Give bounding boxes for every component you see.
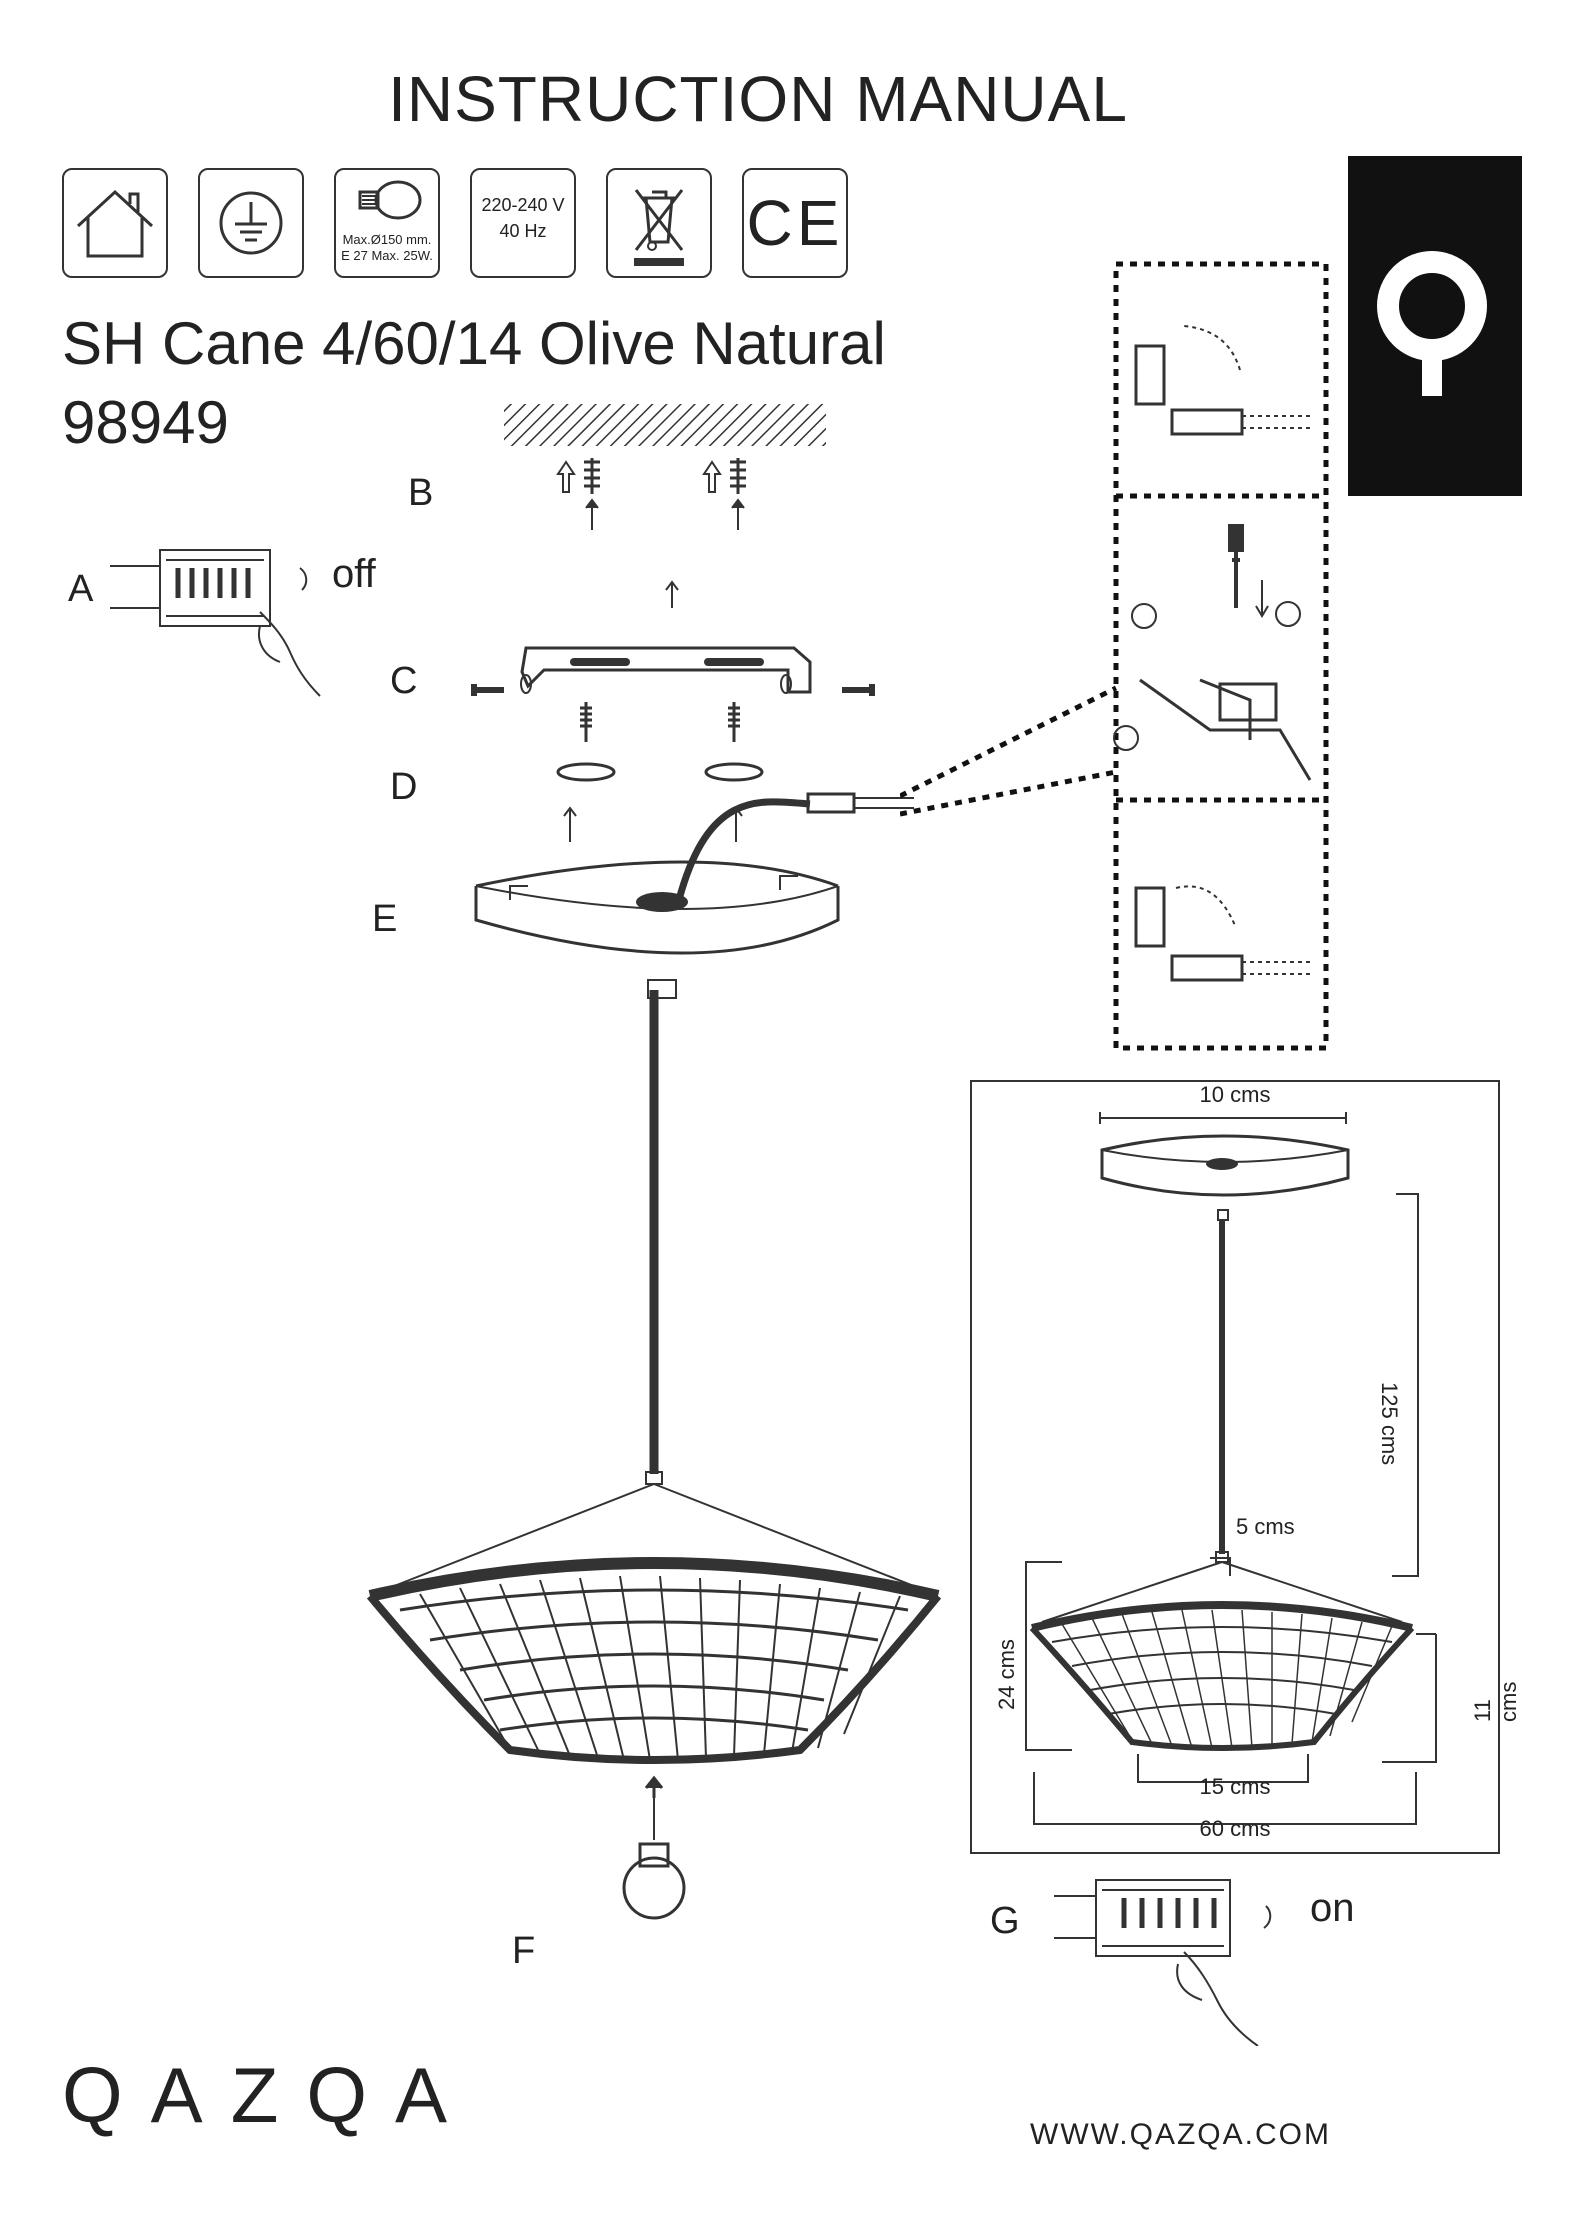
indoor-use-icon: [62, 168, 168, 278]
breaker-on-diagram: [1054, 1876, 1314, 2046]
canopy-dimension: 10 cms: [972, 1082, 1498, 1108]
power-off-label: off: [332, 552, 376, 597]
voltage-icon: 220-240 V 40 Hz: [470, 168, 576, 278]
footer-website[interactable]: WWW.QAZQA.COM: [1030, 2118, 1331, 2152]
pendant-shade-diagram: [360, 990, 950, 1920]
bottom-diameter-dimension: 15 cms: [972, 1774, 1498, 1800]
power-on-label: on: [1310, 1886, 1355, 1931]
earth-ground-icon: [198, 168, 304, 278]
cable-length-dimension: 125 cms: [1376, 1382, 1402, 1465]
bulb-size-text: Max.Ø150 mm.: [336, 232, 438, 248]
frequency-text: 40 Hz: [472, 218, 574, 244]
step-f-label: F: [512, 1930, 535, 1973]
product-name: SH Cane 4/60/14 Olive Natural: [62, 312, 886, 376]
product-code: 98949: [62, 388, 229, 457]
step-d-label: D: [390, 766, 417, 809]
bulb-power-text: E 27 Max. 25W.: [336, 248, 438, 264]
footer-brand-logo: QAZQA: [62, 2050, 475, 2141]
wiring-detail-panel: [900, 260, 1340, 1060]
bulb-spec-icon: Max.Ø150 mm. E 27 Max. 25W.: [334, 168, 440, 278]
ceiling-drill-diagram: [500, 400, 840, 530]
dimensions-panel: 10 cms 125 cms 5 cms 24 cms 11 cms 15 cm…: [970, 1080, 1500, 1854]
top-cap-dimension: 5 cms: [1236, 1514, 1295, 1540]
step-b-label: B: [408, 472, 433, 515]
step-c-label: C: [390, 660, 417, 703]
ce-mark-icon: CE: [742, 168, 848, 278]
weee-bin-icon: [606, 168, 712, 278]
canopy-diagram: [470, 780, 940, 1010]
mounting-bracket-diagram: [462, 578, 882, 718]
step-a-label: A: [68, 568, 93, 611]
step-e-label: E: [372, 898, 397, 941]
diameter-dimension: 60 cms: [972, 1816, 1498, 1842]
total-height-dimension: 24 cms: [994, 1639, 1020, 1710]
breaker-off-diagram: [110, 546, 330, 706]
ce-text: CE: [744, 186, 846, 260]
step-g-label: G: [990, 1900, 1020, 1943]
page-title: INSTRUCTION MANUAL: [0, 62, 1516, 136]
brand-logo-block: [1348, 156, 1522, 496]
voltage-text: 220-240 V: [472, 192, 574, 218]
shade-height-dimension: 11 cms: [1470, 1682, 1522, 1722]
